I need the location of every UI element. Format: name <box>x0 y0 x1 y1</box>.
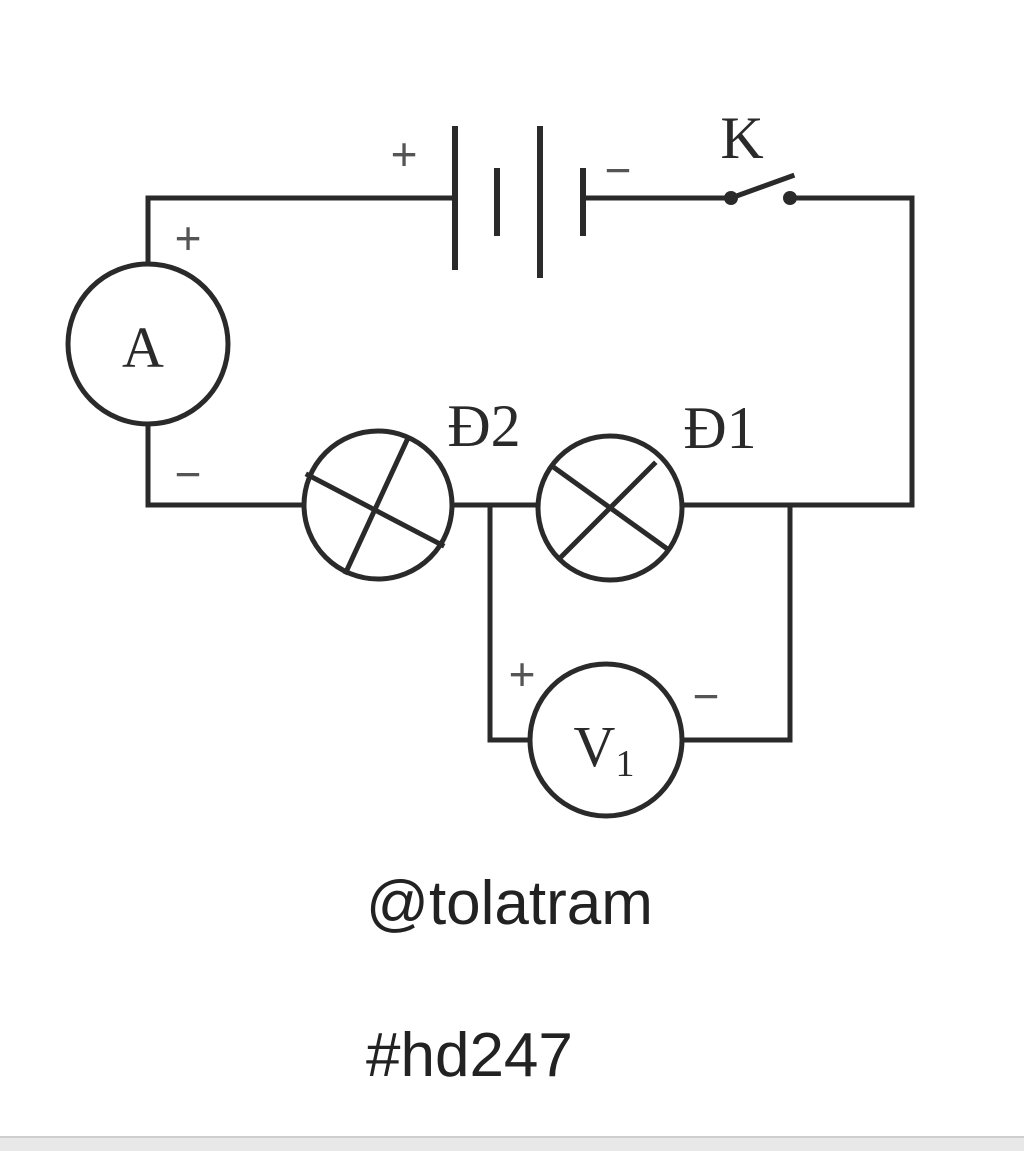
wire-voltmeter-left <box>487 502 533 743</box>
ammeter-minus-sign: − <box>175 448 202 500</box>
bottom-scroll-bar <box>0 1136 1024 1151</box>
lamp-d2-cross-2 <box>342 434 412 576</box>
battery-minus-sign: − <box>605 144 632 196</box>
wire-voltmeter-right <box>679 502 793 743</box>
switch-contact-right <box>783 191 797 205</box>
voltmeter-letter: V <box>574 714 616 779</box>
ammeter-circle <box>65 261 231 427</box>
lamp-d1: Đ1 <box>535 395 757 583</box>
voltmeter-circle <box>527 661 685 819</box>
voltmeter: V1 + − <box>509 648 720 819</box>
voltmeter-label: V1 <box>574 714 635 785</box>
switch: K <box>720 105 797 205</box>
voltmeter-plus-sign: + <box>509 648 536 700</box>
switch-label: K <box>720 105 763 171</box>
ammeter: A + − <box>65 212 231 500</box>
lamp-d2: Đ2 <box>301 393 521 582</box>
wire-right <box>677 195 915 508</box>
wire-left-top <box>145 195 458 265</box>
battery: + − <box>391 126 632 278</box>
voltmeter-minus-sign: − <box>693 670 720 722</box>
lamp-d1-label: Đ1 <box>683 395 756 461</box>
lamp-d2-label: Đ2 <box>447 393 520 459</box>
battery-plus-sign: + <box>391 128 418 180</box>
voltmeter-subscript: 1 <box>615 743 634 785</box>
ammeter-plus-sign: + <box>175 212 202 264</box>
wires <box>145 195 915 743</box>
author-caption: @tolatram <box>366 869 653 938</box>
lamp-d1-cross-2 <box>558 460 658 560</box>
ammeter-label: A <box>122 315 164 380</box>
tag-caption: #hd247 <box>366 1021 573 1090</box>
wire-left-bottom <box>145 423 305 508</box>
switch-lever <box>727 172 796 202</box>
